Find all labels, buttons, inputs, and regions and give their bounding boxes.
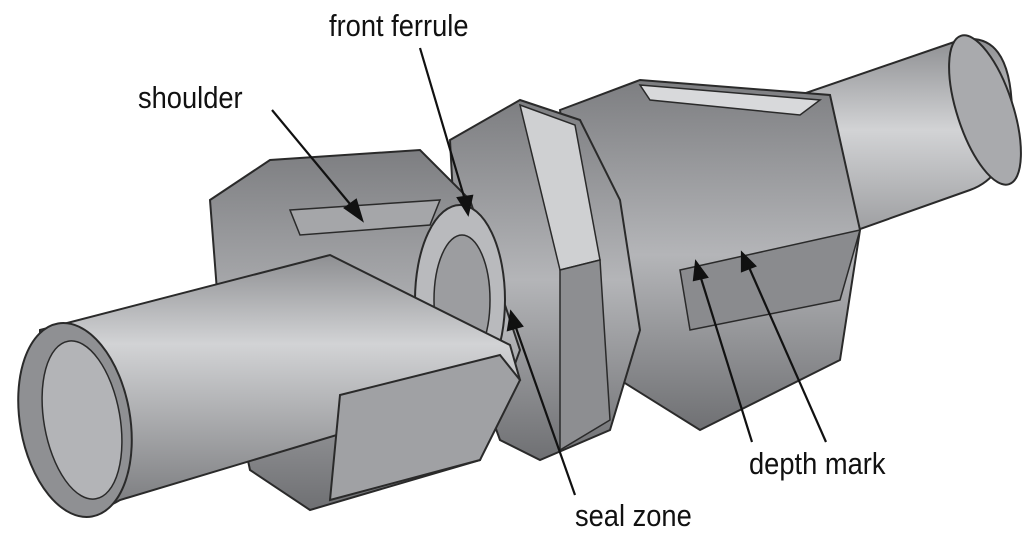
leader-lines (271, 47, 828, 496)
depth-mark-leader-1 (698, 274, 754, 443)
shoulder-leader (271, 109, 356, 211)
shoulder-arrow-icon (343, 198, 364, 223)
seal-zone-arrow-icon (506, 309, 524, 332)
front-ferrule-arrow-icon (456, 194, 474, 217)
left-tube (17, 253, 522, 518)
label-shoulder: shoulder (138, 80, 243, 115)
depth-mark-leader-2 (746, 264, 828, 443)
label-seal-zone: seal zone (575, 498, 692, 533)
label-depth-mark: depth mark (749, 446, 886, 481)
depth-mark-arrow-1-icon (692, 259, 709, 282)
front-ferrule-leader (418, 47, 467, 201)
seal-zone-leader (513, 324, 577, 496)
label-front-ferrule: front ferrule (329, 8, 469, 43)
depth-mark-arrow-2-icon (740, 250, 757, 273)
